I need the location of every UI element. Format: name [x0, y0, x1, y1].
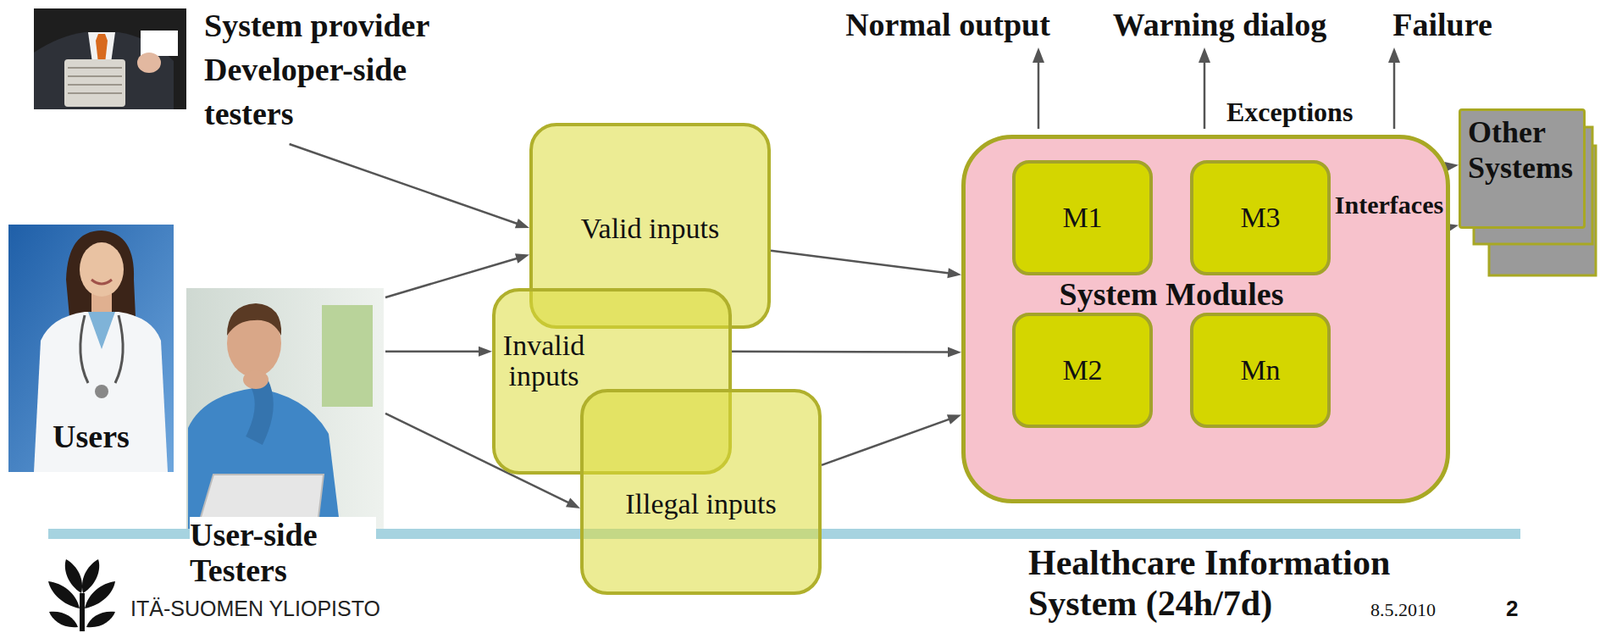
interfaces-label: Interfaces — [1332, 191, 1446, 219]
actor-card: System provider Developer-side testers — [33, 3, 475, 144]
window — [321, 304, 373, 407]
arm — [254, 382, 265, 441]
logo-leaf — [48, 581, 80, 609]
input-box: Illegal inputs — [580, 388, 822, 595]
module-box: M2 — [1012, 312, 1153, 428]
business-card — [140, 30, 178, 56]
university-logo — [48, 559, 116, 632]
hair — [66, 230, 136, 317]
label-holder: 2 — [1505, 595, 1518, 621]
arrow-connector — [770, 250, 962, 279]
node-text: M2 — [1015, 354, 1150, 387]
arrowhead — [478, 346, 493, 357]
arrowhead — [946, 414, 962, 424]
label-holder: Failure — [1392, 6, 1493, 43]
arrowhead — [1388, 47, 1401, 63]
connector-line — [731, 350, 952, 354]
smile — [91, 279, 112, 284]
arrowhead — [565, 498, 581, 509]
testers-photo — [186, 287, 384, 532]
page-number: 2 — [1505, 595, 1518, 621]
actor-photo: Users — [8, 224, 174, 472]
connector-line — [385, 350, 482, 354]
node-text: Valid inputs — [532, 211, 768, 246]
label-holder: Warning dialog — [1112, 6, 1327, 43]
card-lines — [67, 67, 122, 94]
arrow-connector — [731, 347, 962, 358]
arrow-connector — [289, 143, 530, 228]
card-line — [67, 75, 122, 78]
node-text: M1 — [1015, 201, 1150, 234]
card-line — [67, 83, 122, 86]
output-arrows — [1038, 59, 1395, 129]
date-label: 8.5.2010 — [1370, 598, 1436, 621]
arrowhead — [947, 347, 962, 358]
module-box: M3 — [1190, 160, 1331, 276]
label-holder: Normal output — [845, 6, 1051, 43]
connector-line — [289, 143, 521, 225]
card-line — [67, 92, 122, 95]
logo-leaf — [86, 611, 116, 628]
node-text: System provider Developer-side testers — [204, 3, 476, 136]
node-text: Other Systems — [1467, 114, 1582, 186]
label-holder: Exceptions — [1226, 96, 1353, 128]
label-holder: 8.5.2010 — [1370, 598, 1436, 621]
card-line — [67, 66, 122, 69]
provider-photo — [33, 8, 187, 110]
users-photo — [8, 224, 174, 472]
output-label: Normal output — [845, 6, 1051, 43]
photo-ground — [33, 8, 187, 110]
face — [79, 242, 124, 297]
node-text: Illegal inputs — [583, 487, 819, 521]
arrowhead — [1032, 47, 1045, 63]
system-box: System Modules M1 M3M2 Mn — [961, 134, 1451, 504]
card-file — [64, 59, 126, 107]
logo-stem — [79, 592, 85, 632]
logo-leaf — [84, 581, 116, 609]
output-arrow — [1203, 59, 1207, 129]
node-text: Mn — [1193, 354, 1328, 387]
output-arrow — [1393, 59, 1396, 129]
output-arrow — [1037, 59, 1041, 129]
arrow-connector — [821, 414, 962, 466]
node-text: Users — [8, 417, 174, 455]
hand — [137, 52, 161, 73]
arrowhead — [1198, 47, 1211, 63]
stethoscope — [80, 315, 123, 383]
module-box: Mn — [1190, 312, 1331, 428]
node-text: Invalid inputs — [497, 330, 591, 392]
logo-leaf — [82, 559, 100, 593]
arrowhead — [514, 253, 530, 264]
scrubs — [88, 311, 116, 349]
connector-line — [821, 418, 953, 466]
arrow-connector — [385, 346, 493, 357]
arrowhead — [946, 267, 962, 278]
exceptions-label: Exceptions — [1226, 96, 1353, 128]
output-label: Failure — [1392, 6, 1493, 43]
logo-leaf — [49, 611, 78, 628]
actor-photo: User-side Testers — [186, 287, 386, 598]
arrowhead — [514, 218, 530, 228]
node-text: System Modules — [1012, 276, 1331, 311]
hair — [226, 303, 282, 336]
connector-line — [385, 257, 520, 298]
stethoscope-bell — [94, 384, 109, 399]
external-system-box: Other Systems — [1458, 108, 1586, 229]
module-box: M1 — [1012, 160, 1153, 276]
photo-ground — [8, 224, 174, 472]
university-name: ITÄ-SUOMEN YLIOPISTO — [130, 596, 381, 621]
output-arrowheads — [1032, 47, 1401, 63]
photo-ground — [186, 287, 384, 532]
logo-leaf — [65, 559, 83, 593]
label-holder: Interfaces — [1332, 191, 1446, 219]
hand — [243, 370, 269, 389]
label-holder: ITÄ-SUOMEN YLIOPISTO — [130, 596, 381, 621]
node-text: User-side Testers — [189, 516, 377, 588]
connector-line — [770, 250, 952, 274]
output-label: Warning dialog — [1112, 6, 1327, 43]
node-text: M3 — [1193, 201, 1328, 234]
